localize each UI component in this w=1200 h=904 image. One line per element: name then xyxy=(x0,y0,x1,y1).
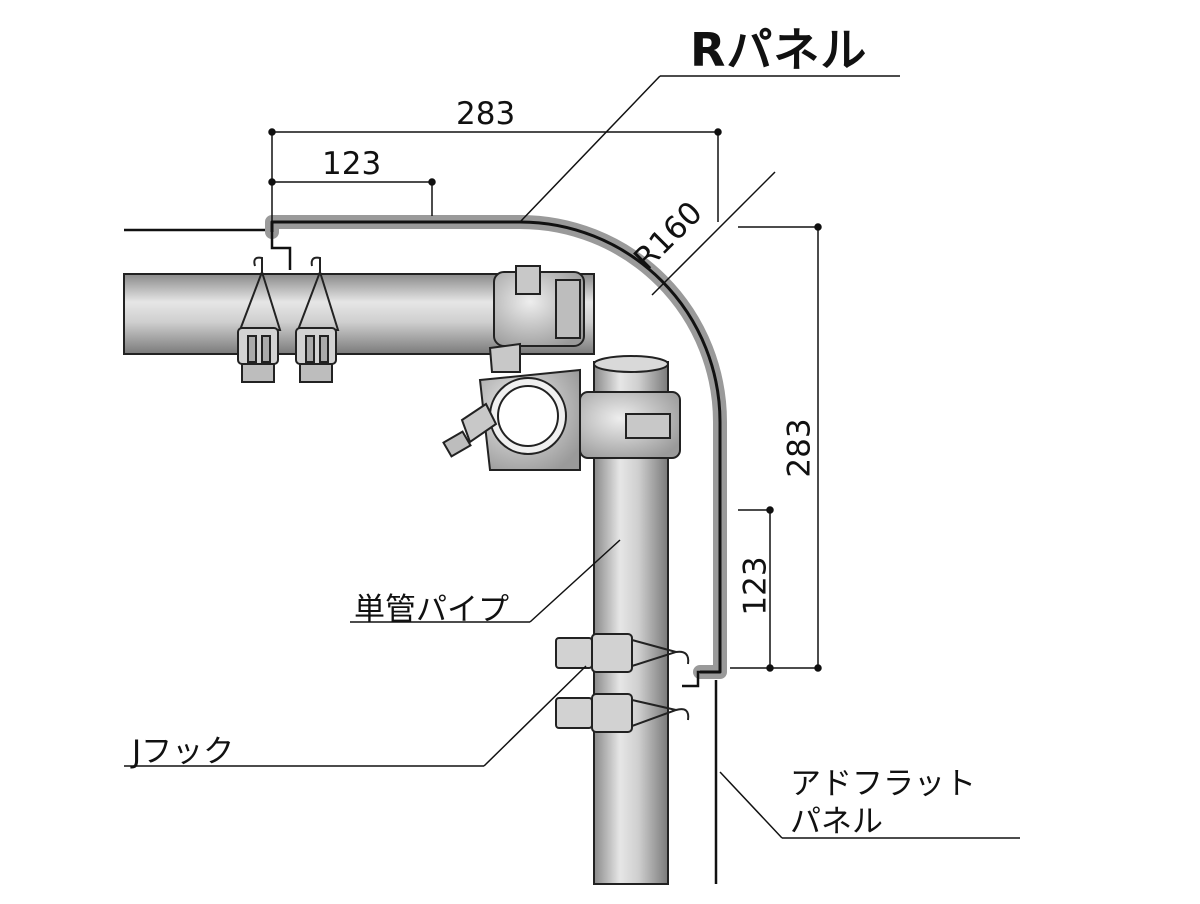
leader-lines xyxy=(124,75,1020,839)
label-pipe: 単管パイプ xyxy=(354,592,509,628)
dimension-lines xyxy=(268,128,822,672)
j-hook-side-upper xyxy=(555,633,690,673)
label-j-hook: Jフック xyxy=(132,734,235,770)
j-hook-top-left xyxy=(237,256,282,383)
j-hook-top-right xyxy=(295,256,340,383)
label-flat-panel-line2: パネル xyxy=(790,804,883,840)
dim-side-total: 283 xyxy=(781,418,818,478)
pipe-clamp xyxy=(442,265,681,471)
dim-top-total: 283 xyxy=(456,96,516,132)
label-flat-panel-line1: アドフラット xyxy=(790,766,976,802)
j-hook-side-lower xyxy=(555,693,690,733)
r-panel xyxy=(265,215,727,688)
dim-side-offset: 123 xyxy=(737,556,774,616)
diagram-title: Rパネル xyxy=(690,23,868,77)
dim-top-offset: 123 xyxy=(322,146,382,182)
